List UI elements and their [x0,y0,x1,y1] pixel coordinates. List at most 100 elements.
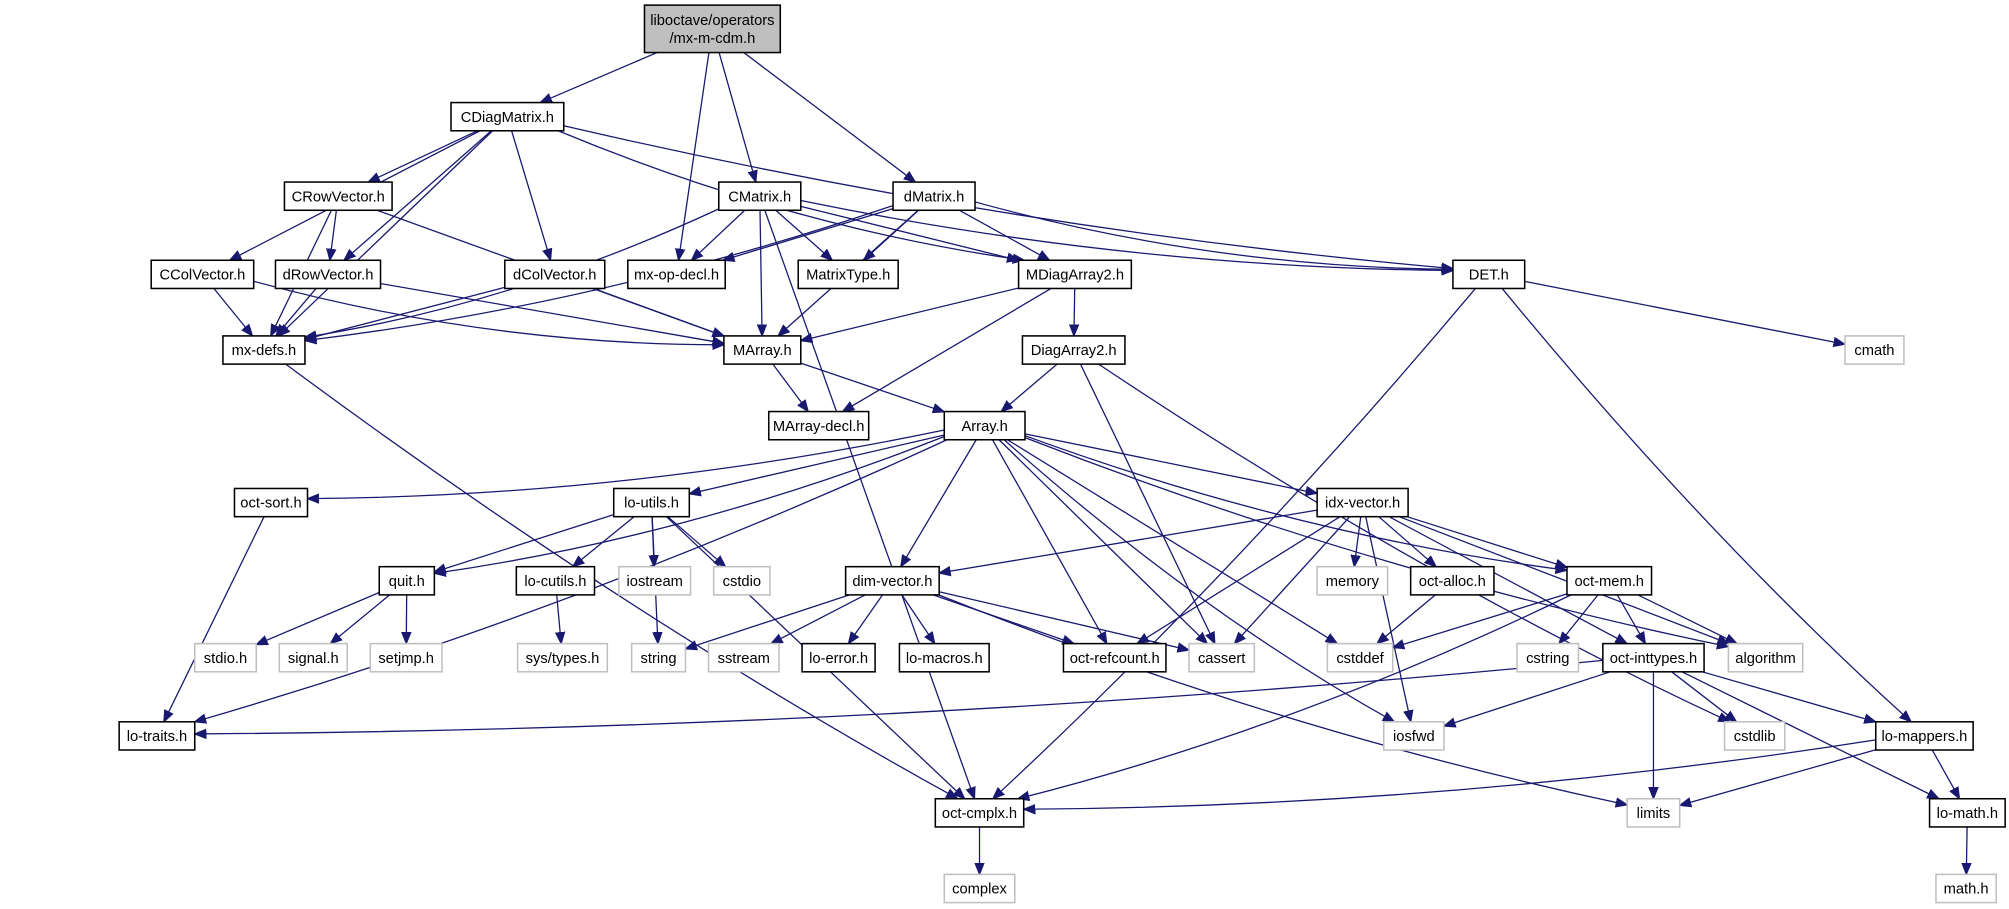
node-cstdio: cstdio [712,565,771,596]
node-sstream: sstream [707,642,780,673]
node-oct-mem[interactable]: oct-mem.h [1566,565,1653,596]
node-det[interactable]: DET.h [1452,259,1526,290]
node-ccolvector[interactable]: CColVector.h [150,259,255,290]
node-diagarray2[interactable]: DiagArray2.h [1021,335,1126,365]
node-limits: limits [1626,797,1681,828]
edge-oct-sort-to-lo-traits [164,516,265,722]
edge-diagarray2-to-cassert [1079,363,1214,643]
edge-oct-mem-to-algorithm [1637,594,1737,644]
node-box [1727,642,1804,673]
edge-dmatrix-to-det [974,201,1453,269]
edge-oct-inttypes-to-cstdlib [1671,671,1737,722]
node-label: complex [952,882,1007,898]
node-crowvector[interactable]: CRowVector.h [283,181,393,212]
node-box [934,797,1025,828]
edge-cdiagmatrix-to-crowvector [368,130,478,182]
node-lo-macros[interactable]: lo-macros.h [898,642,990,673]
node-lo-error[interactable]: lo-error.h [801,642,876,673]
node-lo-mappers[interactable]: lo-mappers.h [1874,721,1974,751]
node-label: MArray.h [733,343,792,359]
edge-lo-utils-to-lo-cutils [573,516,635,567]
edge-det-to-oct-cmplx [993,288,1476,798]
edge-array-to-algorithm [1024,437,1728,647]
node-box [1188,642,1256,673]
node-box [274,259,382,290]
edge-lo-utils-to-quit [434,514,614,572]
node-mx-op-decl[interactable]: mx-op-decl.h [627,259,726,290]
node-cstddef: cstddef [1326,642,1394,673]
node-mx-defs[interactable]: mx-defs.h [222,335,306,365]
edge-drowvector-to-marray [380,282,724,344]
node-idx-vector[interactable]: idx-vector.h [1316,487,1409,518]
node-box [1602,642,1705,673]
node-label: CDiagMatrix.h [461,110,554,126]
node-dmatrix[interactable]: dMatrix.h [892,181,976,212]
node-box [844,565,940,596]
node-label: stdio.h [204,651,247,667]
node-lo-traits[interactable]: lo-traits.h [118,721,196,751]
node-label: mx-defs.h [232,343,297,359]
node-cdiagmatrix[interactable]: CDiagMatrix.h [450,101,565,132]
node-box [450,101,565,132]
edge-array-to-lo-traits [195,439,948,722]
node-dim-vector[interactable]: dim-vector.h [844,565,940,596]
edge-lo-cutils-to-sys-types-h [557,594,561,644]
edge-diagarray2-to-cstdlib [1098,363,1730,722]
node-drowvector[interactable]: dRowVector.h [274,259,382,290]
node-cmatrix[interactable]: CMatrix.h [718,181,802,212]
node-lo-utils[interactable]: lo-utils.h [612,487,691,518]
node-cassert: cassert [1188,642,1256,673]
node-label: cstdio [723,574,761,590]
node-box [898,642,990,673]
node-dcolvector[interactable]: dColVector.h [504,259,606,290]
edge-idx-vector-to-dim-vector [939,509,1318,573]
node-quit[interactable]: quit.h [378,565,436,596]
node-label: /mx-m-cdm.h [669,31,755,47]
node-label: CMatrix.h [728,189,791,205]
edge-oct-mem-to-oct-cmplx [1018,594,1572,799]
edge-dmatrix-to-mdiagarray2 [959,209,1049,260]
node-lo-math[interactable]: lo-math.h [1928,797,2006,828]
node-marray-decl[interactable]: MArray-decl.h [767,410,870,441]
node-label: DiagArray2.h [1031,343,1117,359]
node-array[interactable]: Array.h [943,410,1026,441]
edge-root-to-cdiagmatrix [540,51,658,103]
edge-dim-vector-to-limits [938,594,1628,805]
node-box [723,335,802,365]
node-box [369,642,443,673]
node-math-h: math.h [1935,873,1997,904]
edge-oct-mem-to-cstddef [1393,593,1568,648]
node-mdiagarray2[interactable]: MDiagArray2.h [1017,259,1133,290]
edge-dim-vector-to-oct-refcount [932,594,1074,644]
edge-array-to-oct-refcount [991,439,1107,644]
edge-det-to-lo-mappers [1501,288,1911,721]
node-matrixtype[interactable]: MatrixType.h [797,259,899,290]
node-box [797,259,899,290]
node-box [1316,565,1389,596]
node-box [618,565,692,596]
edge-cmatrix-to-mx-op-decl [692,209,746,260]
edge-idx-vector-to-oct-inttypes [1388,516,1627,644]
node-oct-cmplx[interactable]: oct-cmplx.h [934,797,1025,828]
node-label: oct-sort.h [240,496,301,512]
edge-mdiagarray2-to-marray [801,287,1019,341]
node-label: cmath [1854,343,1894,359]
node-oct-alloc[interactable]: oct-alloc.h [1409,565,1495,596]
edge-quit-to-signal-h [330,594,391,644]
node-oct-refcount[interactable]: oct-refcount.h [1062,642,1167,673]
node-box [150,259,255,290]
node-label: quit.h [389,574,425,590]
node-marray[interactable]: MArray.h [723,335,802,365]
node-oct-sort[interactable]: oct-sort.h [233,487,309,518]
node-lo-cutils[interactable]: lo-cutils.h [515,565,596,596]
node-string: string [630,642,687,673]
node-root[interactable]: liboctave/operators/mx-m-cdm.h [643,4,782,54]
edge-dim-vector-to-cassert [939,591,1189,650]
node-oct-inttypes[interactable]: oct-inttypes.h [1602,642,1705,673]
node-box [233,487,309,518]
node-box [627,259,726,290]
node-label: math.h [1944,882,1989,898]
edge-det-to-cmath [1524,280,1845,344]
node-label: MDiagArray2.h [1026,267,1124,283]
